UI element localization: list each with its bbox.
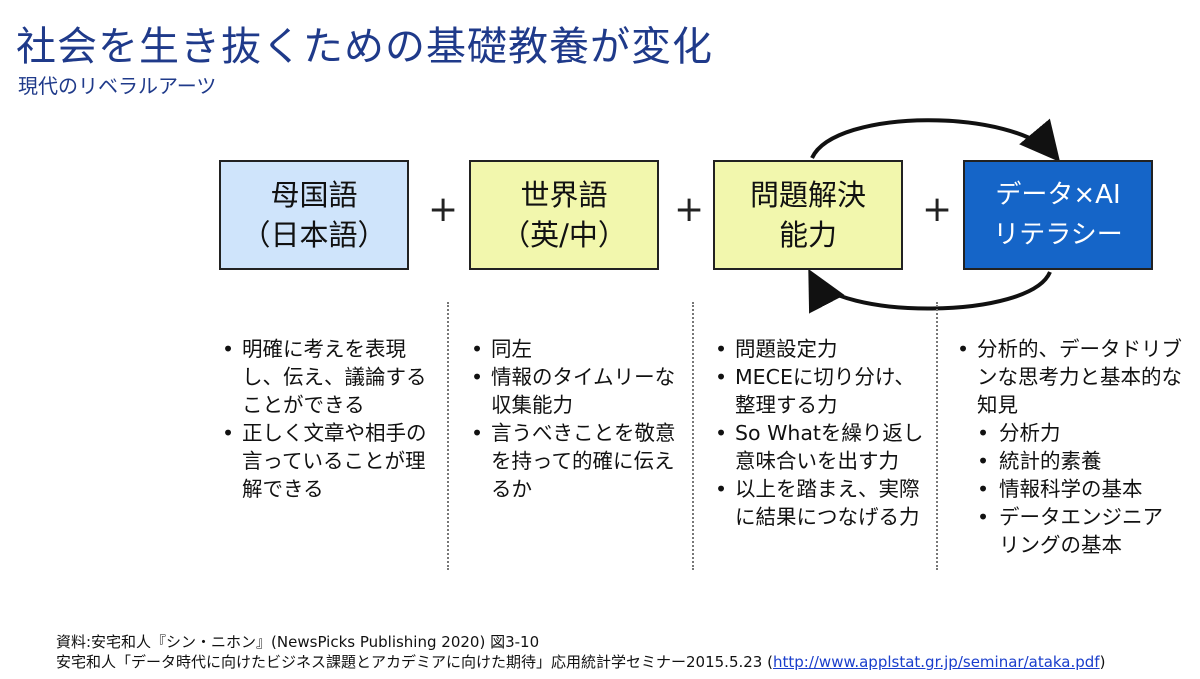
- source-citation: 資料:安宅和人『シン・ニホン』(NewsPicks Publishing 202…: [56, 632, 1105, 672]
- list-subitem: 分析力: [953, 419, 1183, 447]
- column-world-language: 同左 情報のタイムリーな収集能力 言うべきことを敬意を持って的確に伝えるか: [467, 335, 689, 503]
- box-problem-solving-line2: 能力: [778, 218, 837, 252]
- citation-line-2-prefix: 安宅和人「データ時代に向けたビジネス課題とアカデミアに向けた期待」応用統計学セミ…: [56, 653, 773, 671]
- list-item: 分析的、データドリブンな思考力と基本的な知見: [953, 335, 1183, 419]
- list-subitem: 情報科学の基本: [953, 475, 1183, 503]
- list-item: So Whatを繰り返し意味合いを出す力: [711, 419, 933, 475]
- box-problem-solving-line1: 問題解決: [749, 178, 866, 212]
- plus-operator: +: [922, 189, 953, 230]
- column-divider: [692, 302, 694, 570]
- plus-operator: +: [428, 189, 459, 230]
- box-data-ai-literacy-line2: リテラシー: [993, 220, 1123, 250]
- column-divider: [936, 302, 938, 570]
- list-item: 正しく文章や相手の言っていることが理解できる: [218, 419, 440, 503]
- box-world-language: 世界語 （英/中）: [469, 160, 659, 270]
- box-problem-solving: 問題解決 能力: [713, 160, 903, 270]
- list-item: 情報のタイムリーな収集能力: [467, 363, 689, 419]
- box-native-language: 母国語 （日本語）: [219, 160, 409, 270]
- citation-line-2-suffix: ): [1099, 653, 1106, 671]
- bottom-cycle-arrow: [808, 268, 1052, 314]
- list-item: 同左: [467, 335, 689, 363]
- column-data-ai-literacy: 分析的、データドリブンな思考力と基本的な知見 分析力 統計的素養 情報科学の基本…: [953, 335, 1183, 559]
- list-subitem: 統計的素養: [953, 447, 1183, 475]
- citation-line-2: 安宅和人「データ時代に向けたビジネス課題とアカデミアに向けた期待」応用統計学セミ…: [56, 652, 1105, 672]
- box-data-ai-literacy: データ×AI リテラシー: [963, 160, 1153, 270]
- top-cycle-arrow: [810, 118, 1061, 163]
- list-item: 以上を踏まえ、実際に結果につなげる力: [711, 475, 933, 531]
- box-data-ai-literacy-line1: データ×AI: [995, 180, 1121, 210]
- box-native-language-line1: 母国語: [270, 178, 358, 212]
- citation-line-1: 資料:安宅和人『シン・ニホン』(NewsPicks Publishing 202…: [56, 633, 540, 651]
- slide-title: 社会を生き抜くための基礎教養が変化: [16, 24, 713, 70]
- list-item: 問題設定力: [711, 335, 933, 363]
- source-link[interactable]: http://www.applstat.gr.jp/seminar/ataka.…: [772, 653, 1100, 671]
- box-world-language-line1: 世界語: [520, 178, 608, 212]
- box-world-language-line2: （英/中）: [501, 218, 627, 252]
- column-divider: [447, 302, 449, 570]
- list-item: MECEに切り分け、整理する力: [711, 363, 933, 419]
- list-item: 明確に考えを表現し、伝え、議論することができる: [218, 335, 440, 419]
- column-problem-solving: 問題設定力 MECEに切り分け、整理する力 So Whatを繰り返し意味合いを出…: [711, 335, 933, 531]
- slide-subtitle: 現代のリベラルアーツ: [18, 74, 217, 98]
- list-item: 言うべきことを敬意を持って的確に伝えるか: [467, 419, 689, 503]
- column-native-language: 明確に考えを表現し、伝え、議論することができる 正しく文章や相手の言っていること…: [218, 335, 440, 503]
- box-native-language-line2: （日本語）: [241, 218, 387, 252]
- list-subitem: データエンジニアリングの基本: [953, 503, 1183, 559]
- plus-operator: +: [674, 189, 705, 230]
